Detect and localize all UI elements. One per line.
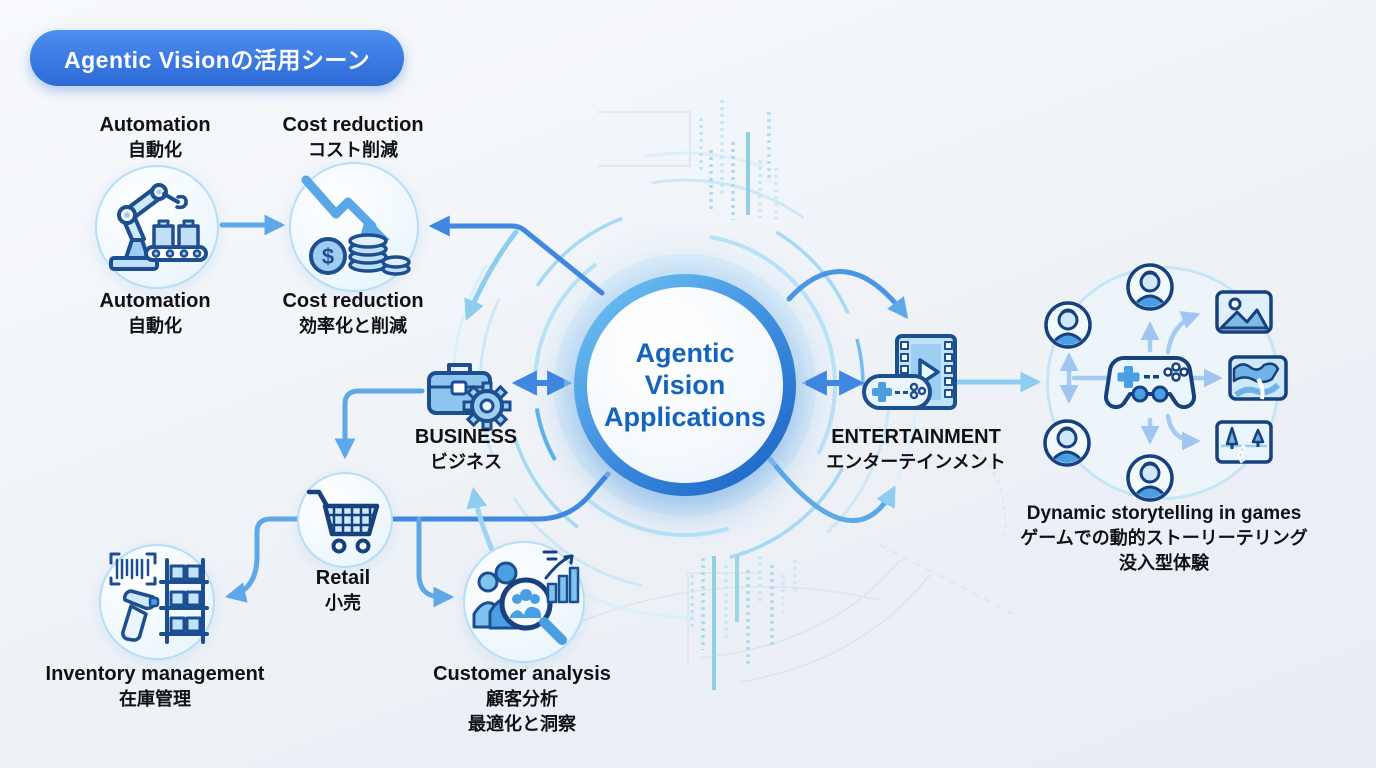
entertainment-label: ENTERTAINMENT エンターテインメント	[826, 426, 1006, 472]
barcode-scanner-shelf-icon	[109, 552, 209, 644]
center-node-label: Agentic Vision Applications	[587, 287, 783, 483]
cost-reduction-label-bottom: Cost reduction 効率化と削減	[282, 290, 424, 336]
gamepad-icon	[1103, 355, 1197, 410]
cost-reduction-label-top: Cost reduction コスト削減	[282, 114, 424, 160]
landscape-icon	[1215, 420, 1273, 464]
inventory-label: Inventory management 在庫管理	[45, 663, 265, 709]
arrow-branch-to-business	[464, 229, 519, 321]
digital-rain-top	[699, 100, 778, 222]
robot-arm-icon	[109, 183, 208, 271]
page-title: Agentic Visionの活用シーン	[30, 30, 405, 86]
arrow-business-to-retail	[334, 388, 425, 460]
center-line1: Agentic	[635, 338, 735, 368]
storytelling-label: Dynamic storytelling in games ゲームでの動的ストー…	[1020, 503, 1308, 573]
svg-text:$: $	[322, 244, 334, 269]
shopping-cart-icon	[306, 489, 380, 554]
center-line3: Applications	[603, 402, 766, 432]
arrow-retail-to-inventory	[224, 516, 302, 603]
retail-label: Retail 小売	[315, 567, 371, 613]
map-icon	[1228, 355, 1288, 401]
declining-arrow-coins-icon: $	[301, 175, 411, 276]
automation-label-bottom: Automation 自動化	[99, 290, 211, 336]
center-line2: Vision	[644, 370, 726, 400]
automation-label-top: Automation 自動化	[99, 114, 211, 160]
business-label: BUSINESS ビジネス	[414, 426, 518, 472]
picture-icon	[1215, 290, 1273, 334]
digital-rain-bottom	[690, 556, 797, 690]
briefcase-gear-icon	[427, 363, 512, 431]
people-magnifier-chart-icon	[472, 550, 580, 645]
arrow-branch-to-customer	[416, 516, 455, 608]
center-node: Agentic Vision Applications	[574, 274, 796, 496]
customer-analysis-label: Customer analysis 顧客分析 最適化と洞察	[433, 663, 611, 734]
film-gamepad-icon	[862, 334, 957, 410]
